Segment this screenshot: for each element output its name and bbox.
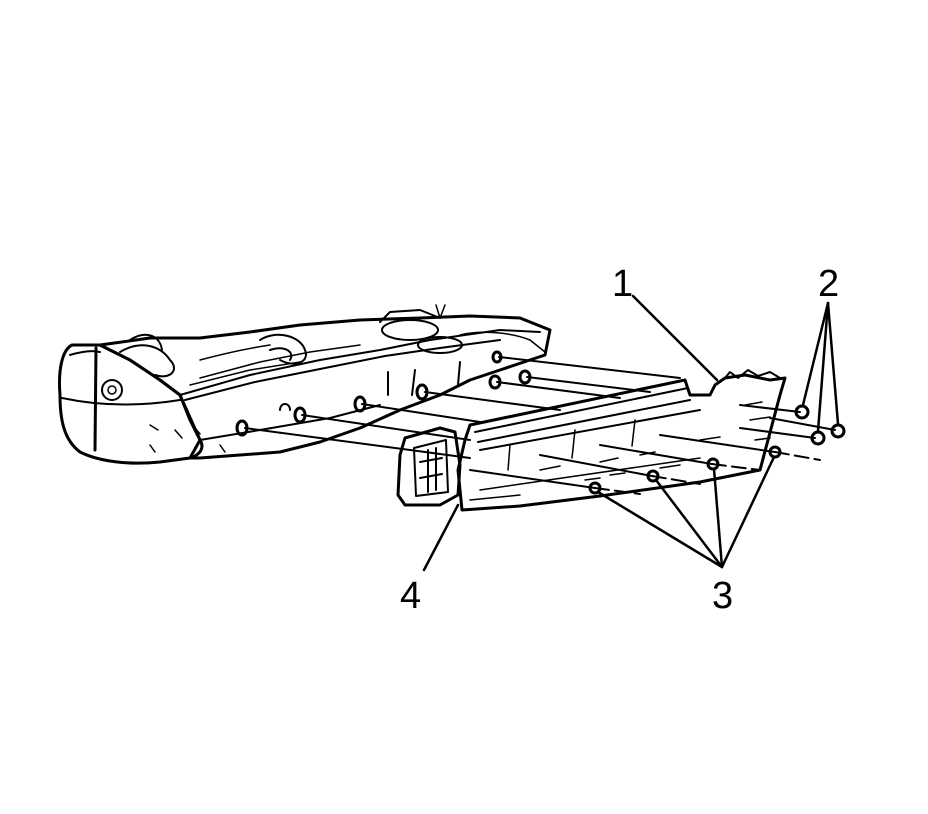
callout-3: 3 [712, 575, 733, 617]
fuel-tank [58, 304, 552, 465]
heat-shield [396, 369, 787, 512]
callout-2: 2 [818, 263, 839, 305]
bolt-alignment-lines [235, 350, 846, 495]
leader-lines [422, 294, 840, 572]
callout-1: 1 [612, 263, 633, 305]
callout-4: 4 [400, 575, 421, 617]
